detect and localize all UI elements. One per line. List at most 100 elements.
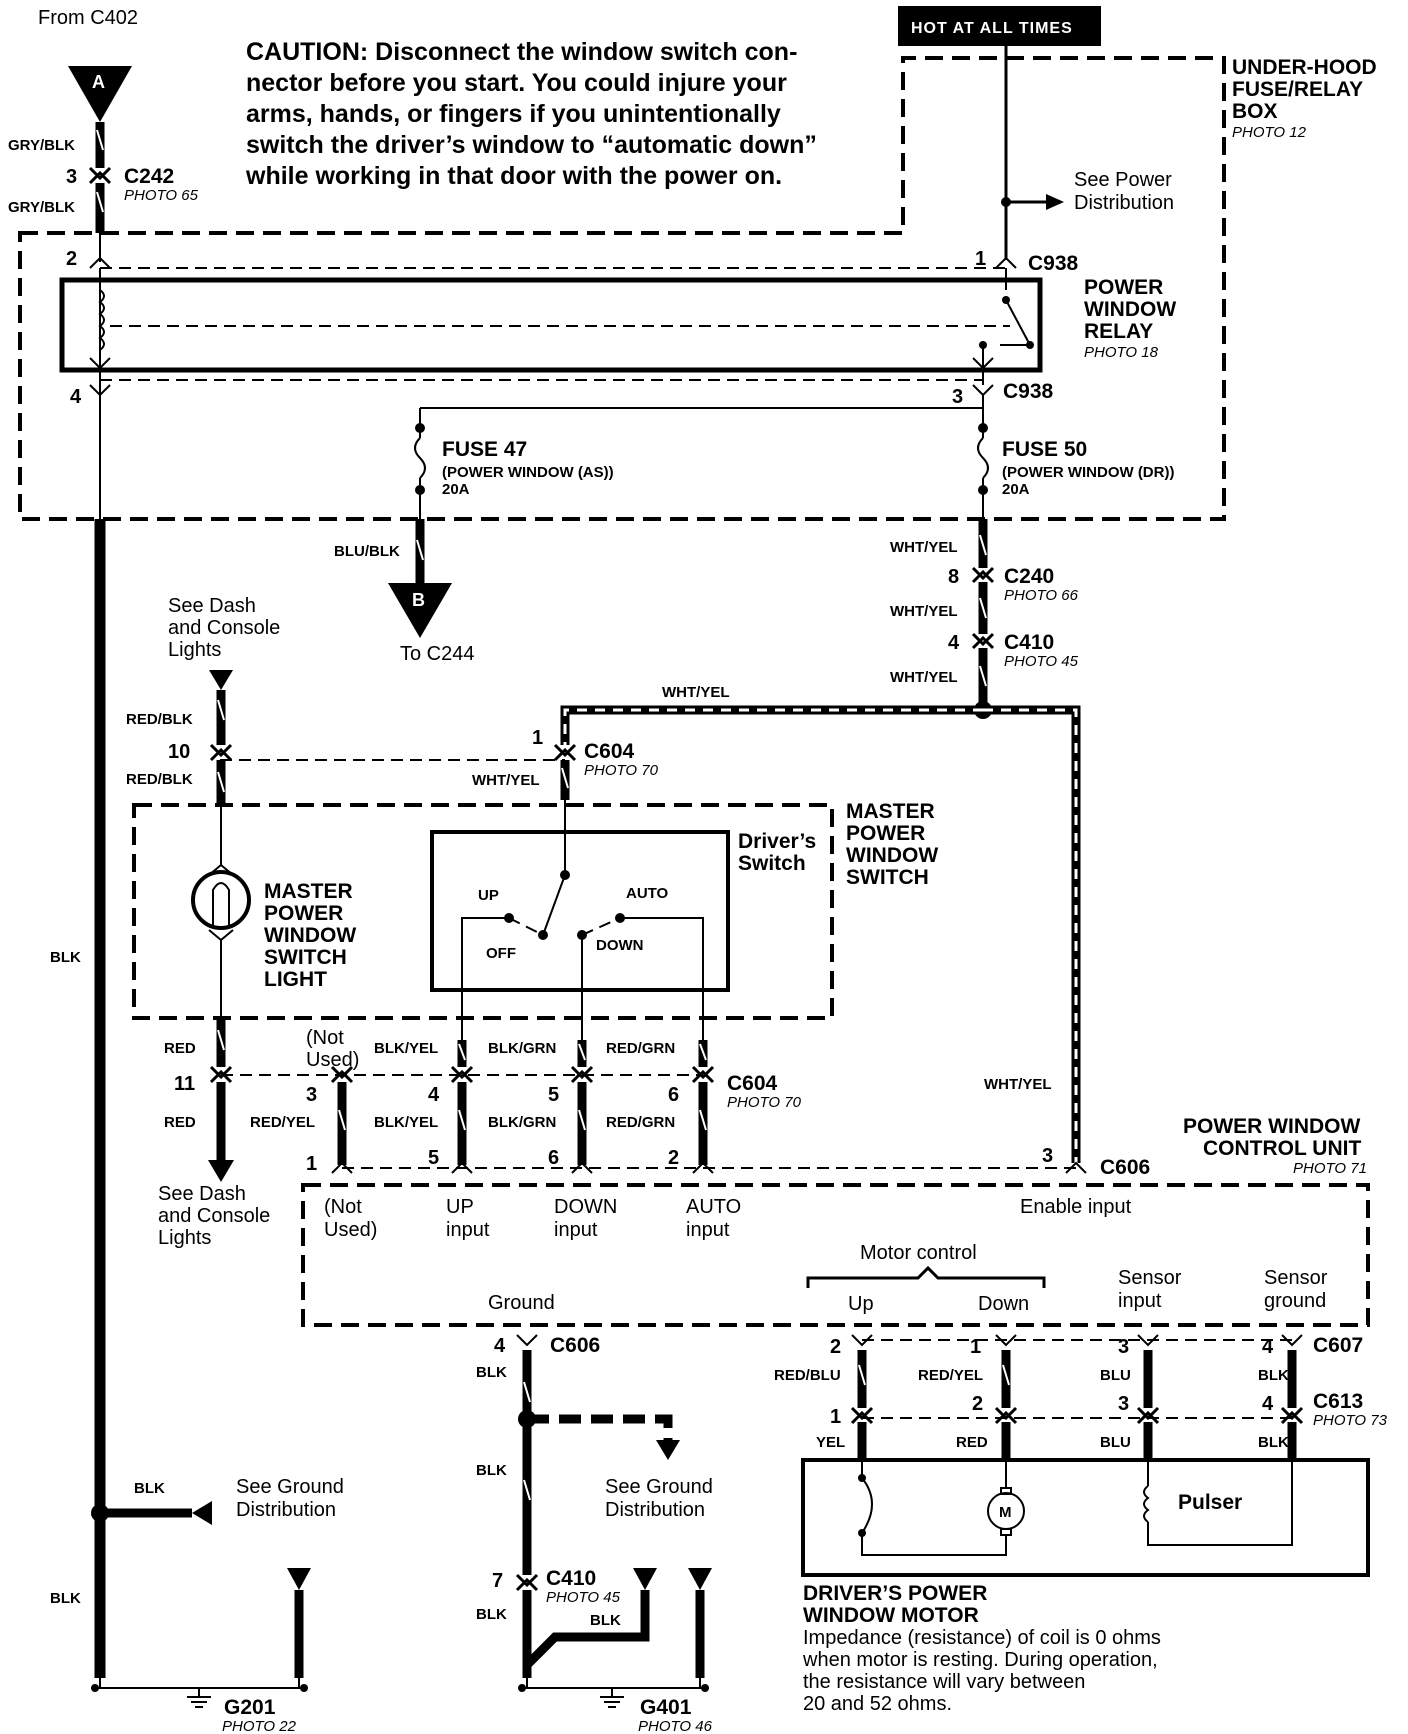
c240-connector-symbol: [971, 566, 995, 584]
red-label-bottom: RED: [164, 1114, 196, 1131]
svg-text:input: input: [686, 1219, 730, 1241]
c607-pin-4: 4: [1262, 1336, 1274, 1358]
red-motor-label: RED: [956, 1434, 988, 1451]
svg-text:Enable input: Enable input: [1020, 1196, 1132, 1218]
c613-pin-4: 4: [1262, 1393, 1274, 1415]
c242-name: C242: [124, 165, 174, 188]
drivers-switch: [430, 830, 730, 992]
master-power-window-switch-title: MASTER POWER WINDOW SWITCH: [846, 800, 938, 889]
fuse-relay-box-outline: [18, 56, 1226, 521]
fuse-50-symbol: [977, 437, 989, 479]
c242-connector-symbol: [88, 166, 112, 185]
svg-text:BOX: BOX: [1232, 100, 1278, 123]
c613-photo: PHOTO 73: [1313, 1412, 1388, 1429]
g401-photo: PHOTO 46: [638, 1718, 713, 1734]
svg-text:Used): Used): [324, 1219, 377, 1241]
c242-pin: 3: [66, 166, 77, 188]
c607-name: C607: [1313, 1334, 1363, 1357]
wht-yel-label-6: WHT/YEL: [472, 772, 540, 789]
switch-position-down: DOWN: [596, 937, 644, 954]
c606-pin-1: 1: [306, 1153, 317, 1175]
power-window-control-unit: [301, 1183, 1370, 1327]
svg-text:input: input: [446, 1219, 490, 1241]
blk-label-c410-right: BLK: [590, 1612, 621, 1629]
svg-text:and Console: and Console: [158, 1205, 270, 1227]
drivers-power-window-motor: [801, 1458, 1370, 1577]
c604-pin-5: 5: [548, 1084, 559, 1106]
c604-pin-1: 1: [532, 727, 543, 749]
red-grn-label-top: RED/GRN: [606, 1040, 675, 1057]
wht-yel-label-1: WHT/YEL: [890, 539, 958, 556]
g201-name: G201: [224, 1696, 276, 1719]
svg-text:UP: UP: [446, 1196, 474, 1218]
master-power-window-switch-box: [132, 803, 834, 1020]
svg-text:RELAY: RELAY: [1084, 320, 1153, 343]
dash-lights-arrow-bottom: [208, 1160, 234, 1182]
svg-text:PHOTO 12: PHOTO 12: [1232, 124, 1307, 141]
svg-text:(Not: (Not: [306, 1027, 344, 1049]
fuse-relay-box-title: UNDER-HOOD FUSE/RELAY BOX PHOTO 12: [1232, 56, 1377, 141]
svg-text:See Ground: See Ground: [236, 1476, 344, 1498]
gry-blk-label-bottom: GRY/BLK: [8, 199, 75, 216]
svg-text:input: input: [554, 1219, 598, 1241]
pulser-label: Pulser: [1178, 1491, 1242, 1514]
wht-yel-label-4: WHT/YEL: [662, 684, 730, 701]
c604-top-photo: PHOTO 70: [584, 762, 659, 779]
svg-text:Impedance (resistance) of coil: Impedance (resistance) of coil is 0 ohms: [803, 1627, 1161, 1649]
svg-text:WINDOW: WINDOW: [264, 924, 356, 947]
blk-yel-label-top: BLK/YEL: [374, 1040, 438, 1057]
wht-yel-wire-to-c606: [983, 705, 1081, 1163]
master-switch-light-label: MASTER POWER WINDOW SWITCH LIGHT: [264, 880, 356, 991]
svg-text:Distribution: Distribution: [1074, 192, 1174, 214]
svg-text:Distribution: Distribution: [236, 1499, 336, 1521]
c410-top-name: C410: [1004, 631, 1054, 654]
svg-text:DRIVER’S POWER: DRIVER’S POWER: [803, 1582, 987, 1605]
wire-tick: [96, 129, 104, 213]
c604-top-name: C604: [584, 740, 635, 763]
see-dash-lights-top: See Dash and Console Lights: [168, 595, 280, 661]
svg-text:AUTO: AUTO: [686, 1196, 741, 1218]
c938-top-label: C938: [1028, 252, 1079, 275]
svg-text:20A: 20A: [442, 481, 470, 498]
red-blk-label-bottom: RED/BLK: [126, 771, 193, 788]
fuse-50-label: FUSE 50 (POWER WINDOW (DR)) 20A: [1002, 438, 1174, 498]
red-yel-label: RED/YEL: [250, 1114, 315, 1131]
svg-text:SWITCH: SWITCH: [264, 946, 347, 969]
svg-text:POWER: POWER: [846, 822, 925, 845]
svg-text:when motor is resting. During: when motor is resting. During operation,: [802, 1649, 1158, 1671]
relay-pin-2: 2: [66, 248, 77, 270]
blk-label-c410-left: BLK: [476, 1606, 507, 1623]
svg-text:Down: Down: [978, 1293, 1029, 1315]
c606-pin-6: 6: [548, 1147, 559, 1169]
svg-text:WINDOW: WINDOW: [846, 844, 938, 867]
g201-photo: PHOTO 22: [222, 1718, 297, 1734]
svg-text:Sensor: Sensor: [1118, 1267, 1182, 1289]
c240-name: C240: [1004, 565, 1054, 588]
c607-pin-1: 1: [970, 1336, 981, 1358]
blk-grn-label-top: BLK/GRN: [488, 1040, 556, 1057]
blk-label-left-2: BLK: [50, 1590, 81, 1607]
c604-bottom-photo: PHOTO 70: [727, 1094, 802, 1111]
svg-text:MASTER: MASTER: [264, 880, 353, 903]
see-ground-arrow-mid: [656, 1440, 680, 1460]
wht-yel-label-2: WHT/YEL: [890, 603, 958, 620]
c606-pin-3: 3: [1042, 1145, 1053, 1167]
yel-label: YEL: [816, 1434, 845, 1451]
g201-ground-symbol: [187, 1688, 211, 1708]
switch-position-auto: AUTO: [626, 885, 669, 902]
svg-text:ground: ground: [1264, 1290, 1326, 1312]
fuse-47-symbol: [414, 437, 426, 479]
c410-bottom-name: C410: [546, 1567, 596, 1590]
blu-label-top: BLU: [1100, 1367, 1131, 1384]
c604-bottom-name: C604: [727, 1072, 778, 1095]
offpage-connector-b: [388, 583, 452, 638]
switch-position-up: UP: [478, 887, 499, 904]
svg-text:POWER WINDOW: POWER WINDOW: [1183, 1115, 1360, 1138]
c410-bottom-pin: 7: [492, 1570, 503, 1592]
svg-text:PHOTO 71: PHOTO 71: [1293, 1160, 1367, 1177]
svg-text:(POWER WINDOW (AS)): (POWER WINDOW (AS)): [442, 464, 614, 481]
svg-text:SWITCH: SWITCH: [846, 866, 929, 889]
c604-pin-10: 10: [168, 741, 190, 763]
svg-text:POWER: POWER: [1084, 276, 1163, 299]
blu-blk-label: BLU/BLK: [334, 543, 400, 560]
